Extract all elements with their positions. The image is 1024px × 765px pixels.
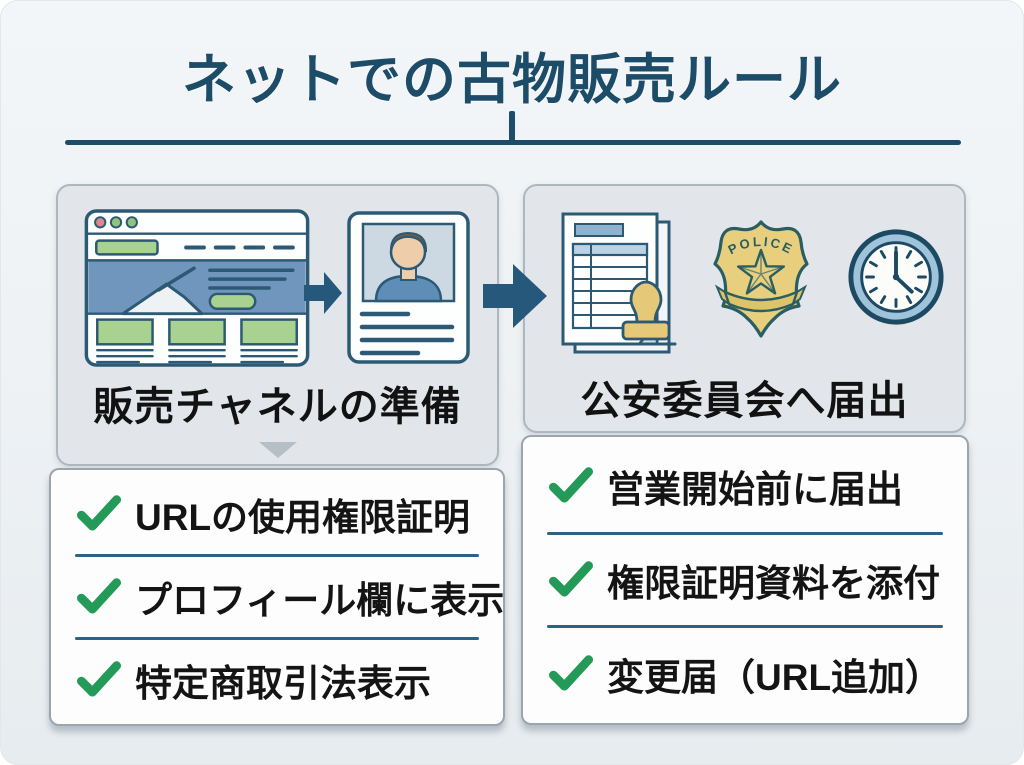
checklist-item-label: 特定商取引法表示: [135, 663, 431, 704]
document-stamp-illustration-icon: [555, 210, 689, 363]
row-divider: [75, 637, 479, 640]
page-title: ネットでの古物販売ルール: [182, 50, 842, 110]
check-icon: [77, 578, 121, 616]
checklist-item-label: 営業開始前に届出: [607, 469, 903, 511]
check-icon: [77, 495, 121, 533]
checklist-card-sales-channel: URLの使用権限証明 プロフィール欄に表示 特定商取引法表示: [49, 468, 505, 726]
checklist-item: 特定商取引法表示: [51, 640, 503, 720]
check-icon: [549, 467, 593, 505]
row-divider: [547, 531, 943, 535]
checklist-item-label: URLの使用権限証明: [135, 497, 471, 538]
step-panel-police-notification: POLICE 公安委員会へ届出: [523, 184, 966, 433]
step-panel-sales-channel: 販売チャネルの準備: [56, 184, 499, 466]
title-tick-mark: [509, 111, 515, 143]
title-underline: [65, 140, 961, 145]
checklist-item: 営業開始前に届出: [523, 441, 967, 532]
triangle-down-icon: [258, 442, 297, 458]
id-card-illustration-icon: [346, 210, 471, 370]
browser-illustration-icon: [83, 208, 311, 373]
check-icon: [77, 661, 121, 699]
svg-text:POLICE: POLICE: [726, 234, 797, 258]
small-flow-arrow-icon: [304, 272, 342, 319]
police-badge-illustration-icon: POLICE: [709, 218, 813, 347]
checklist-item-label: プロフィール欄に表示: [135, 580, 505, 621]
police-badge-text: POLICE: [726, 234, 794, 258]
checklist-item-label: 権限証明資料を添付: [607, 563, 940, 604]
clock-illustration-icon: [845, 226, 947, 333]
checklist-item: 変更届（URL追加）: [523, 628, 967, 719]
checklist-card-police-notification: 営業開始前に届出 権限証明資料を添付 変更届（URL追加）: [521, 435, 969, 725]
check-icon: [549, 654, 593, 693]
checklist-item: URLの使用権限証明: [51, 474, 503, 554]
flow-arrow-icon: [483, 262, 547, 335]
checklist-item-label: 変更届（URL追加）: [607, 656, 943, 698]
row-divider: [75, 554, 479, 557]
step-label-police-notification: 公安委員会へ届出: [580, 379, 909, 423]
checklist-item: プロフィール欄に表示: [51, 557, 505, 637]
row-divider: [547, 625, 943, 629]
checklist-item: 権限証明資料を添付: [523, 535, 967, 626]
step-label-sales-channel: 販売チャネルの準備: [93, 385, 462, 429]
check-icon: [549, 561, 593, 599]
